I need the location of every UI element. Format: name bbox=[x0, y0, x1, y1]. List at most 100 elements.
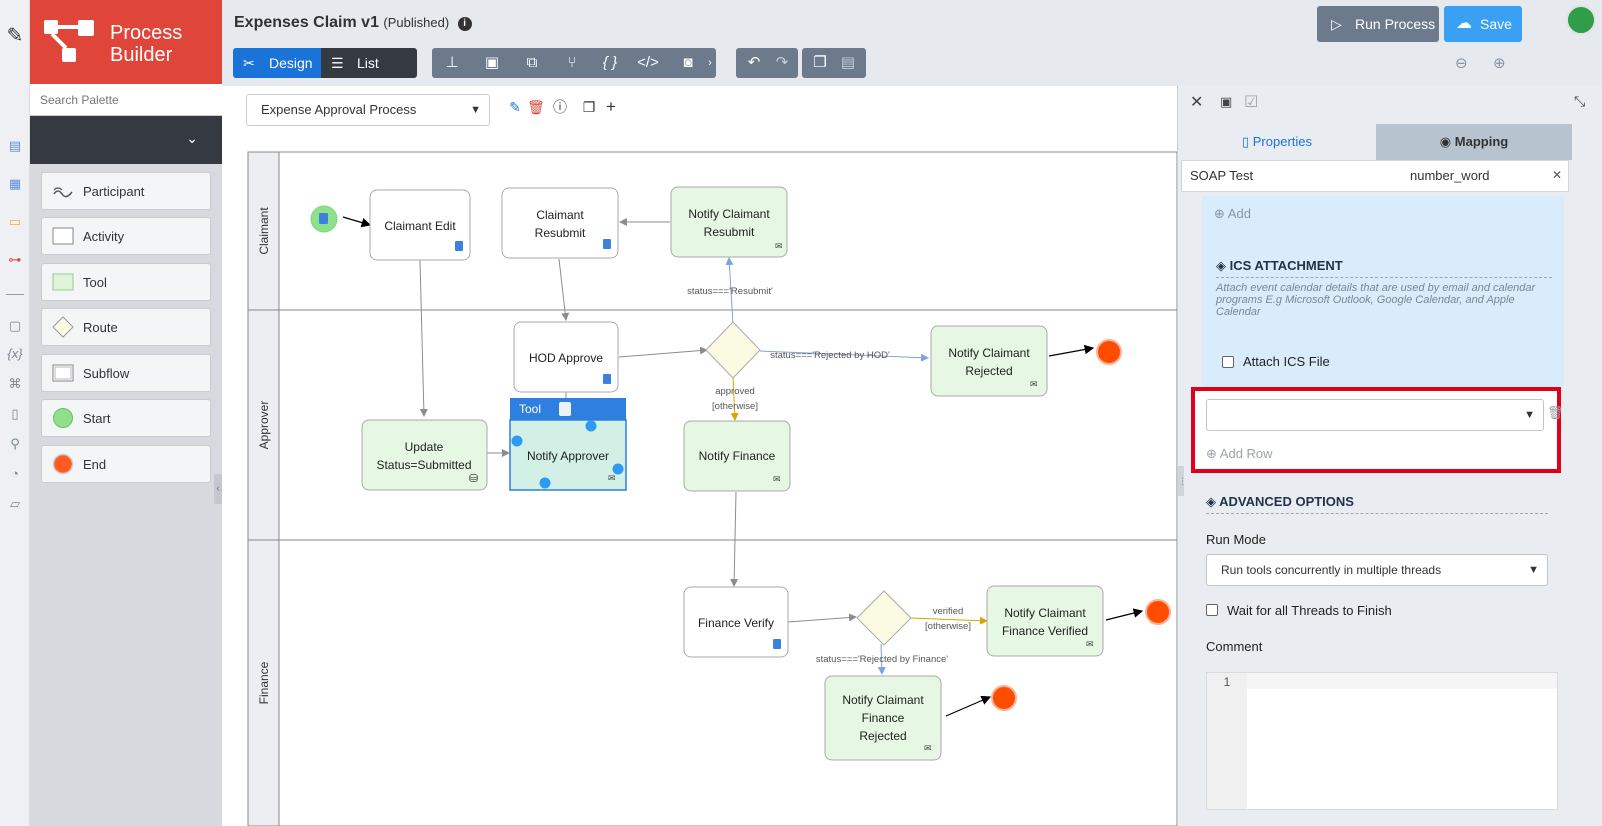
zoom-out-icon[interactable]: ⊖ bbox=[1455, 55, 1468, 72]
add-row-link[interactable]: ⊕ Add Row bbox=[1206, 446, 1273, 462]
tool-notify-approver-selected[interactable]: Tool Notify Approver ✉ bbox=[509, 398, 627, 491]
comment-editor[interactable]: 1 bbox=[1206, 672, 1558, 810]
tool-notify-claimant-finance-rejected[interactable]: Notify Claimant Finance Rejected ✉ bbox=[824, 675, 942, 761]
file-icon[interactable]: ▯ bbox=[11, 406, 19, 421]
i18n-icon[interactable]: ⌘ bbox=[8, 376, 22, 391]
camera-icon[interactable]: ◙ bbox=[683, 54, 693, 71]
branch-icon[interactable]: ⑂ bbox=[567, 54, 577, 71]
add-link[interactable]: ⊕ Add bbox=[1214, 206, 1251, 222]
palette-collapse-handle[interactable]: ‹ bbox=[214, 474, 222, 504]
panel-resize-handle[interactable]: ⋮ bbox=[1178, 466, 1187, 496]
form-icon[interactable]: ▤ bbox=[8, 138, 22, 153]
mapping-row-highlight: ▼ 🗑 ⊕ Add Row bbox=[1191, 387, 1564, 473]
tool-notify-claimant-finance-verified[interactable]: Notify Claimant Finance Verified ✉ bbox=[986, 585, 1104, 657]
connection-handle[interactable] bbox=[585, 420, 597, 432]
auto-layout-icon[interactable]: ⊥ bbox=[445, 54, 459, 71]
add-process-icon[interactable]: + bbox=[606, 97, 616, 116]
edge-verify-route bbox=[787, 613, 857, 623]
end-event[interactable] bbox=[1096, 339, 1122, 365]
tab-mapping[interactable]: ◉ Mapping bbox=[1376, 124, 1572, 160]
redo-icon[interactable]: ↷ bbox=[775, 54, 789, 71]
note-icon[interactable]: ▢ bbox=[8, 318, 22, 333]
tab-properties[interactable]: ▯ Properties bbox=[1178, 124, 1376, 160]
run-process-label: Run Process bbox=[1355, 16, 1436, 32]
palette-item-activity[interactable]: Activity bbox=[41, 217, 211, 255]
translate-icon[interactable]: ⧉ bbox=[526, 54, 538, 71]
clear-icon[interactable]: ✕ bbox=[1551, 168, 1562, 182]
log-icon[interactable]: ▱ bbox=[10, 496, 20, 511]
paste-icon[interactable]: ▤ bbox=[840, 54, 856, 71]
edit-icon[interactable]: ✎ bbox=[6, 25, 24, 47]
zoom-in-icon[interactable]: ⊕ bbox=[1493, 55, 1506, 72]
connection-handle[interactable] bbox=[612, 463, 624, 475]
edge-label-approved: approved bbox=[715, 386, 755, 397]
undo-icon[interactable]: ↶ bbox=[747, 54, 761, 71]
run-mode-select[interactable]: Run tools concurrently in multiple threa… bbox=[1206, 554, 1548, 586]
collapse-panel-icon[interactable]: ⤡ bbox=[1574, 93, 1586, 109]
palette-item-route[interactable]: Route bbox=[41, 308, 211, 346]
delete-process-icon[interactable]: 🗑 bbox=[527, 99, 545, 115]
delete-row-icon[interactable]: 🗑 bbox=[1547, 405, 1564, 420]
activity-hod-approve[interactable]: HOD Approve bbox=[513, 321, 619, 393]
edit-process-icon[interactable]: ✎ bbox=[509, 99, 521, 115]
copy-icon[interactable]: ❐ bbox=[813, 54, 827, 71]
process-select[interactable]: Expense Approval Process ▼ bbox=[246, 94, 490, 126]
tool-notify-finance[interactable]: Notify Finance ✉ bbox=[683, 420, 791, 492]
userview-icon[interactable]: ▭ bbox=[8, 214, 22, 229]
connection-handle[interactable] bbox=[511, 435, 523, 447]
activity-claimant-resubmit[interactable]: Claimant Resubmit bbox=[501, 187, 619, 259]
tool-update-status[interactable]: Update Status=Submitted ⛁ bbox=[361, 419, 488, 491]
clone-process-icon[interactable]: ❐ bbox=[582, 99, 596, 115]
advanced-divider bbox=[1206, 513, 1548, 514]
process-icon[interactable]: ⊶ bbox=[8, 252, 22, 267]
wait-threads-checkbox[interactable] bbox=[1206, 604, 1218, 616]
palette-item-start[interactable]: Start bbox=[41, 399, 211, 437]
mapping-row-select[interactable]: ▼ bbox=[1206, 399, 1544, 431]
palette-search-input[interactable] bbox=[30, 84, 222, 116]
datalist-icon[interactable]: ▦ bbox=[8, 176, 22, 191]
attach-ics-checkbox[interactable] bbox=[1222, 356, 1234, 368]
plugin-icon[interactable]: ⚲ bbox=[10, 436, 20, 451]
activity-box-icon bbox=[52, 227, 74, 245]
design-canvas[interactable]: Expense Approval Process ▼ ✎ 🗑 ⓘ ❐ + Cla… bbox=[222, 86, 1177, 826]
design-mode-button[interactable]: ✂ Design bbox=[233, 48, 321, 78]
activity-finance-verify[interactable]: Finance Verify bbox=[683, 586, 789, 658]
route-gateway[interactable] bbox=[856, 590, 912, 646]
run-process-button[interactable]: ▷ Run Process bbox=[1317, 6, 1439, 42]
palette-item-participant[interactable]: Participant bbox=[41, 172, 211, 210]
end-event[interactable] bbox=[1145, 599, 1171, 625]
variables-icon[interactable]: { } bbox=[602, 54, 618, 71]
activity-claimant-edit[interactable]: Claimant Edit bbox=[369, 189, 471, 261]
palette-item-tool[interactable]: Tool bbox=[41, 263, 211, 301]
tool-notify-claimant-rejected[interactable]: Notify Claimant Rejected ✉ bbox=[930, 325, 1048, 397]
process-info-icon[interactable]: ⓘ bbox=[553, 99, 567, 115]
run-mode-value: Run tools concurrently in multiple threa… bbox=[1221, 563, 1442, 577]
edge-label-otherwise-2: [otherwise] bbox=[925, 621, 971, 632]
close-icon[interactable]: ✕ bbox=[1190, 94, 1204, 111]
avatar[interactable] bbox=[1566, 5, 1596, 35]
variable-icon[interactable]: {x} bbox=[7, 346, 23, 361]
chevron-right-icon[interactable]: › bbox=[708, 57, 712, 69]
list-icon: ☰ bbox=[331, 55, 344, 71]
performance-icon[interactable]: ◔ bbox=[11, 466, 19, 481]
check-square-icon[interactable]: ☑ bbox=[1244, 94, 1259, 111]
route-gateway[interactable] bbox=[705, 321, 761, 379]
start-event[interactable] bbox=[310, 205, 338, 233]
palette-item-end[interactable]: End bbox=[41, 445, 211, 483]
code-icon[interactable]: </> bbox=[637, 54, 659, 71]
palette-category-select[interactable]: ⌄ bbox=[30, 116, 222, 164]
end-event[interactable] bbox=[991, 685, 1017, 711]
split-icon[interactable]: ▣ bbox=[484, 54, 500, 71]
palette-item-subflow[interactable]: Subflow bbox=[41, 354, 211, 392]
connection-handle[interactable] bbox=[539, 477, 551, 489]
info-icon[interactable]: i bbox=[457, 17, 472, 31]
node-label: Claimant bbox=[536, 208, 584, 222]
list-view-button[interactable]: ☰ List View bbox=[321, 48, 417, 101]
delete-node-icon[interactable] bbox=[559, 402, 571, 416]
save-button[interactable]: ☁ Save bbox=[1444, 6, 1522, 42]
tool-selector-field[interactable]: SOAP Test number_word ✕ bbox=[1181, 160, 1569, 192]
lane-label-claimant: Claimant bbox=[257, 207, 271, 255]
window-icon[interactable]: ▣ bbox=[1220, 94, 1233, 109]
tool-notify-claimant-resubmit[interactable]: Notify Claimant Resubmit ✉ bbox=[670, 186, 788, 258]
layers-icon: ◈ bbox=[1216, 258, 1230, 273]
